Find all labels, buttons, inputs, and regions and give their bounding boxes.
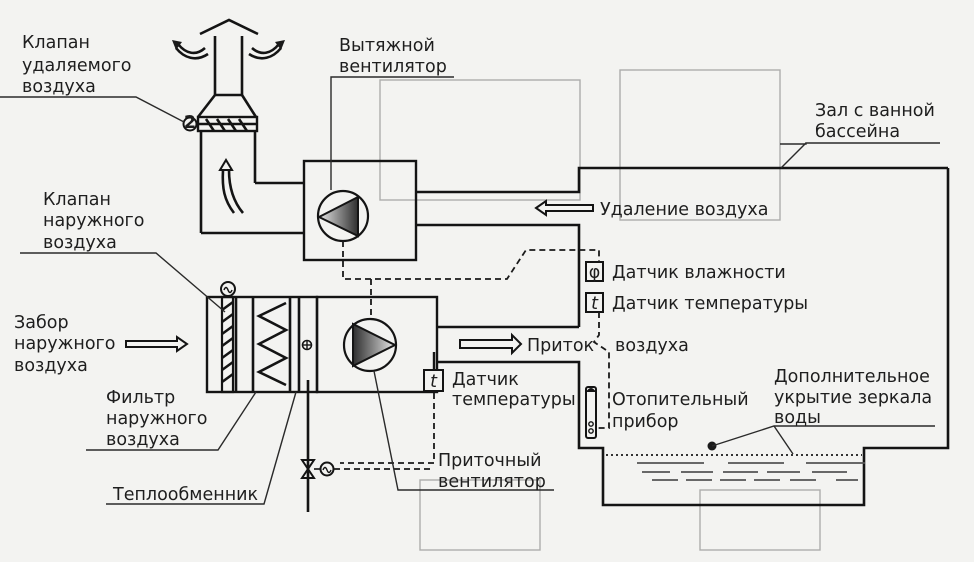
exhaust-fan-label-line2: вентилятор (339, 57, 447, 77)
room-temperature-sensor-label: Датчик температуры (612, 294, 808, 314)
label-outdoor-intake: Забор наружного воздуха (14, 313, 115, 376)
supply-air-label-1: Приток (527, 336, 594, 356)
supply-fan-label-line2: вентилятор (438, 472, 546, 492)
filter-zigzag-icon (256, 301, 289, 387)
label-exhaust-valve: Клапан удаляемого воздуха (22, 33, 131, 97)
humidity-symbol-icon: φ (589, 263, 601, 283)
outdoor-valve-label-line1: Клапан (43, 190, 111, 210)
exhaust-valve-label-line2: удаляемого (22, 56, 131, 76)
outdoor-filter-label-line1: Фильтр (106, 388, 175, 408)
damper-actuator-symbol: 2 (184, 113, 196, 133)
outflow-arrow-right-icon (251, 43, 281, 55)
control-signal-lines (340, 241, 610, 464)
exhaust-valve-label-line1: Клапан (22, 33, 90, 53)
pool-cover-label-line3: воды (774, 408, 821, 428)
humidity-sensor-label: Датчик влажности (612, 263, 786, 283)
exhaust-fan-icon (316, 195, 359, 238)
heater-label-line2: прибор (612, 412, 679, 432)
heater (585, 386, 597, 439)
supply-air-label-2: воздуха (615, 336, 689, 356)
outdoor-intake-label-line3: воздуха (14, 356, 88, 376)
exhaust-valve-label-line3: воздуха (22, 77, 96, 97)
background-bleed-through (379, 69, 821, 551)
duct-temp-sensor-label-line1: Датчик (452, 370, 519, 390)
pool-hall (577, 142, 950, 507)
pool-cover-label-line1: Дополнительное (774, 367, 930, 387)
label-outdoor-filter: Фильтр наружного воздуха (106, 388, 207, 450)
outflow-arrow-left-icon (176, 43, 206, 55)
exhaust-stack: 2 (172, 18, 305, 235)
water-lines (637, 462, 865, 481)
leader-lines (0, 96, 554, 505)
supply-air-arrow-icon (459, 332, 523, 356)
exhaust-fan-unit (302, 76, 948, 327)
air-removal-arrow-icon (534, 199, 594, 217)
outdoor-intake-label-line2: наружного (14, 334, 115, 354)
label-outdoor-valve: Клапан наружного воздуха (43, 190, 144, 253)
pool-hall-label-line1: Зал с ванной (815, 101, 935, 121)
label-exhaust-fan: Вытяжной вентилятор (339, 36, 447, 77)
humidity-sensor: φ (585, 261, 604, 283)
outdoor-filter-label-line2: наружного (106, 409, 207, 429)
label-pool-cover: Дополнительное укрытие зеркала воды (774, 367, 932, 428)
pool-hall-label-line2: бассейна (815, 122, 900, 142)
outdoor-intake-label-line1: Забор (14, 313, 69, 333)
pool-cover-label-line2: укрытие зеркала (774, 388, 932, 408)
room-temperature-sensor: t (585, 292, 604, 314)
damper-actuator-icon (182, 116, 198, 132)
duct-temperature-symbol-icon: t (430, 372, 438, 392)
exhaust-flow-arrow-icon (227, 169, 245, 214)
exhaust-fan-label-line1: Вытяжной (339, 36, 435, 56)
temperature-symbol-icon: t (591, 294, 599, 314)
air-removal-label: Удаление воздуха (600, 200, 768, 220)
label-supply-fan: Приточный вентилятор (438, 451, 546, 492)
duct-temperature-sensor: t (423, 352, 444, 392)
heat-exchanger-label: Теплообменник (112, 485, 258, 505)
outdoor-filter-label-line3: воздуха (106, 430, 180, 450)
label-duct-temperature-sensor: Датчик температуры (452, 370, 576, 410)
supply-fan-label-line1: Приточный (438, 451, 542, 471)
outdoor-damper (220, 281, 236, 394)
label-pool-hall: Зал с ванной бассейна (815, 101, 935, 142)
control-valve-icon (300, 459, 335, 479)
supply-air-handling-unit: t (205, 281, 581, 512)
supply-fan-icon (352, 322, 398, 368)
heater-label-line1: Отопительный (612, 390, 749, 410)
outdoor-valve-label-line2: наружного (43, 211, 144, 231)
outdoor-intake-arrow-icon (125, 335, 189, 353)
duct-temp-sensor-label-line2: температуры (452, 390, 576, 410)
outdoor-valve-label-line3: воздуха (43, 233, 117, 253)
